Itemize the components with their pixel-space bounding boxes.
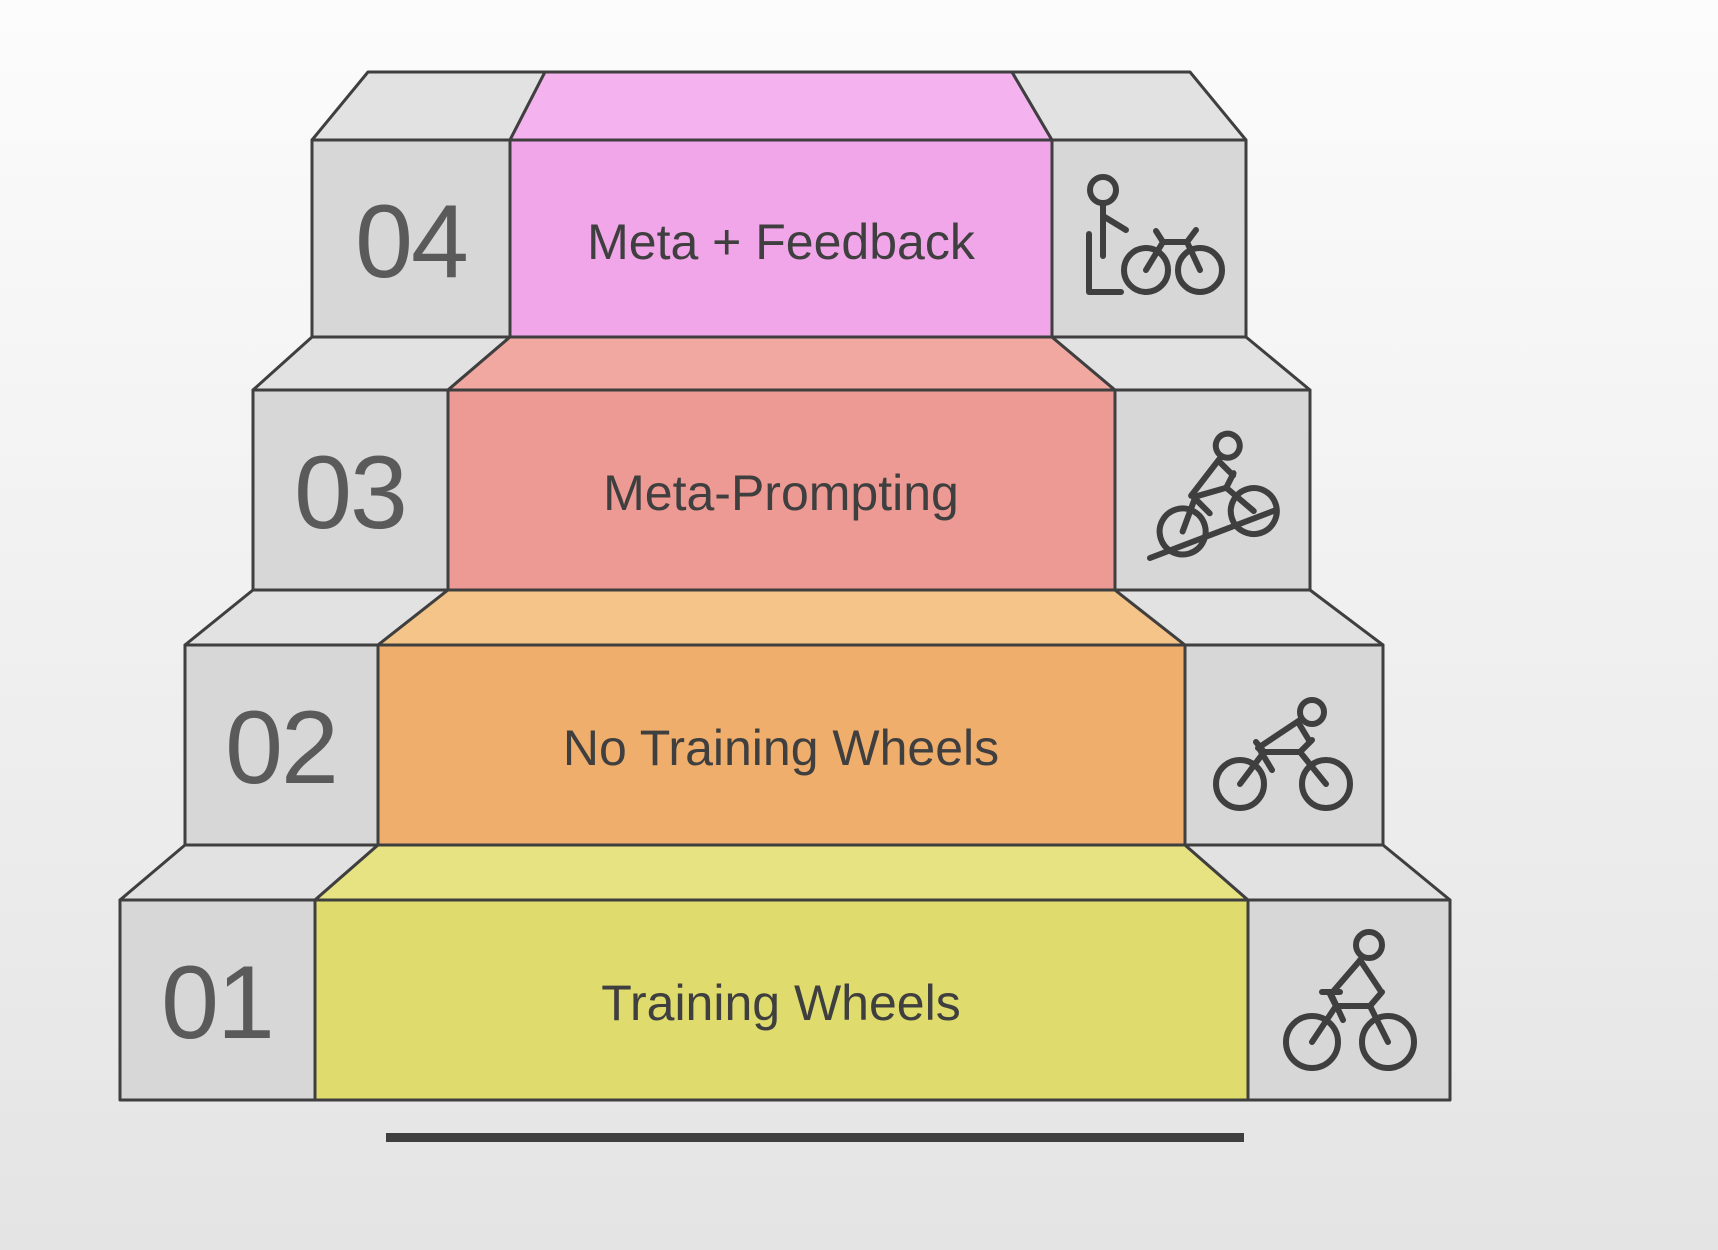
step3-label: Meta-Prompting: [603, 465, 959, 521]
front-wheel: [1227, 485, 1280, 538]
cyclist-racing-icon: [1213, 697, 1353, 811]
person-arm: [1100, 213, 1129, 233]
cyclist-uphill-icon: [1147, 430, 1280, 561]
rider-arm: [1215, 457, 1237, 479]
step1-number-box: [118, 898, 317, 1102]
bike-rack: [1086, 231, 1124, 295]
rear-wheel: [1121, 245, 1171, 295]
front-wheel: [1359, 1013, 1417, 1071]
step3-number-box: [251, 388, 450, 592]
step4-label: Meta + Feedback: [587, 214, 976, 270]
bike-frame: [1237, 749, 1329, 787]
rider-head: [1353, 929, 1385, 961]
step3-band-top-face: [446, 335, 1117, 392]
step2-number-box: [183, 643, 380, 847]
front-wheel: [1175, 245, 1225, 295]
step2-label: No Training Wheels: [563, 720, 999, 776]
rider-leg: [1190, 494, 1213, 517]
rear-wheel: [1283, 1013, 1341, 1071]
step4-band: [508, 138, 1054, 339]
step4-number: 04: [355, 184, 467, 300]
step2-band-top-face: [376, 588, 1187, 647]
step2-icon-box: [1183, 643, 1385, 847]
rider-torso: [1328, 955, 1365, 997]
step1-band: [313, 898, 1250, 1102]
rider-arm: [1357, 957, 1383, 993]
cyclist-riding-icon: [1283, 929, 1417, 1071]
step3-band: [446, 388, 1117, 592]
rider-head: [1212, 430, 1243, 461]
rider-arm: [1295, 719, 1313, 745]
rider-leg: [1257, 747, 1275, 773]
step4-number-box: [310, 138, 512, 339]
step1-band-top-face: [313, 843, 1250, 902]
rider-torso: [1255, 717, 1303, 751]
step1-label: Training Wheels: [601, 975, 960, 1031]
step-level-1: 01 Training Wheels: [118, 843, 1452, 1102]
step2-band: [376, 643, 1187, 847]
step-level-2: 02 No Training Wheels: [183, 588, 1385, 847]
step2-number: 02: [225, 690, 337, 806]
uphill-cyclist: [1156, 430, 1280, 558]
bike-frame: [1179, 484, 1257, 535]
bike-frame: [1309, 1003, 1391, 1045]
step4-band-top-face: [508, 70, 1054, 142]
step-level-4: 04 Meta + Feedback: [310, 70, 1248, 339]
rear-wheel: [1156, 505, 1209, 558]
rear-wheel: [1213, 757, 1267, 811]
handlebar: [1367, 989, 1385, 1009]
step-level-3: 03 Meta-Prompting: [251, 335, 1312, 592]
rider-torso: [1188, 455, 1223, 499]
front-wheel: [1299, 757, 1353, 811]
bike-seat: [1153, 228, 1166, 245]
rider-head: [1297, 697, 1327, 727]
step1-number: 01: [161, 945, 273, 1061]
step1-icon-box: [1246, 898, 1452, 1102]
step3-number: 03: [294, 435, 406, 551]
step4-icon-box: [1050, 138, 1248, 339]
person-with-bike-icon: [1086, 174, 1225, 295]
bike-frame: [1143, 239, 1203, 273]
bottom-edge-bar: [386, 1133, 1244, 1142]
rider-leg: [1328, 991, 1346, 1023]
handlebar: [1184, 227, 1199, 245]
